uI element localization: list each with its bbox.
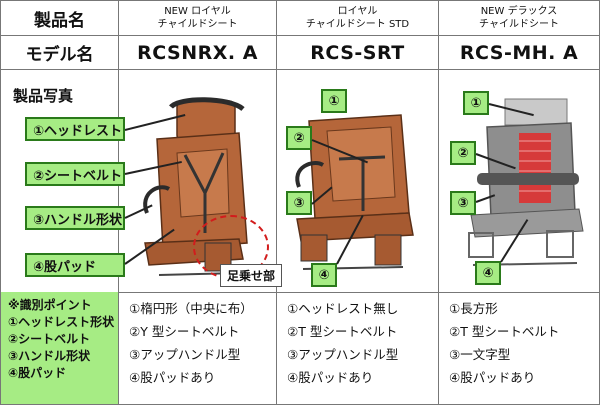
tag-3: ③ [450,191,476,215]
row-divider [1,292,599,293]
identification-points-box: ※識別ポイント ①ヘッドレスト形状 ②シートベルト ③ハンドル形状 ④股パッド [1,292,118,404]
model-name-label: モデル名 [25,45,94,65]
product-name-2: ロイヤルチャイルドシート STD [277,1,438,35]
tag-4: ④ [311,263,337,287]
feature-item: ③アップハンドル型 [129,347,241,362]
product-name-2-line1: ロイヤル [337,6,378,17]
features-column-1: ①楕円形（中央に布） ②Y 型シートベルト ③アップハンドル型 ④股パッドあり [119,297,276,389]
seat-image-rcs-mh [468,98,584,266]
column-divider [276,1,277,404]
product-name-3-line2: チャイルドシート [479,19,559,30]
tag-1: ① [463,91,489,115]
features-column-2: ①ヘッドレスト無し ②T 型シートベルト ③アップハンドル型 ④股パッドあり [277,297,438,389]
feature-item: ④股パッドあり [449,370,536,385]
feature-item: ②T 型シートベルト [287,324,398,339]
feature-item: ④股パッドあり [129,370,216,385]
tag-4: ④ [475,261,501,285]
callout-crotch-pad: ④股パッド [25,253,125,277]
product-name-3-line1: NEW デラックス [480,6,558,17]
model-name-2: RCS-SRT [310,41,405,64]
feature-item: ②Y 型シートベルト [129,324,240,339]
tag-2: ② [450,141,476,165]
feature-item: ②T 型シートベルト [449,324,560,339]
column-divider [118,1,119,404]
model-name-1: RCSNRX. A [137,41,258,64]
feature-item: ④股パッドあり [287,370,374,385]
ident-item: ③ハンドル形状 [8,349,91,363]
tag-2: ② [286,126,312,150]
tag-3: ③ [286,191,312,215]
row-divider [1,35,599,36]
feature-item: ①ヘッドレスト無し [287,301,399,316]
feature-item: ③アップハンドル型 [287,347,399,362]
callout-seatbelt: ②シートベルト [25,162,125,186]
features-column-3: ①長方形 ②T 型シートベルト ③一文字型 ④股パッドあり [439,297,599,389]
product-name-1: NEW ロイヤルチャイルドシート [119,1,276,35]
callout-handle: ③ハンドル形状 [25,206,125,230]
photo-label: 製品写真 [13,87,74,105]
feature-item: ①長方形 [449,301,498,316]
model-name-3: RCS-MH. A [459,41,579,64]
ident-title: ※識別ポイント [8,298,92,312]
ident-item: ①ヘッドレスト形状 [8,315,115,329]
row-divider [1,69,599,70]
product-name-1-line2: チャイルドシート [157,19,238,30]
product-name-1-line1: NEW ロイヤル [164,6,231,17]
ident-item: ④股パッド [8,366,67,380]
callout-headrest: ①ヘッドレスト [25,117,125,141]
feature-item: ①楕円形（中央に布） [129,301,253,316]
foot-rest-label: 足乗せ部 [220,264,283,287]
product-name-label: 製品名 [34,10,85,31]
product-name-3: NEW デラックスチャイルドシート [439,1,599,35]
product-name-2-line2: チャイルドシート STD [305,19,410,30]
feature-item: ③一文字型 [449,347,511,362]
ident-item: ②シートベルト [8,332,91,346]
column-divider [438,1,439,404]
tag-1: ① [321,89,347,113]
